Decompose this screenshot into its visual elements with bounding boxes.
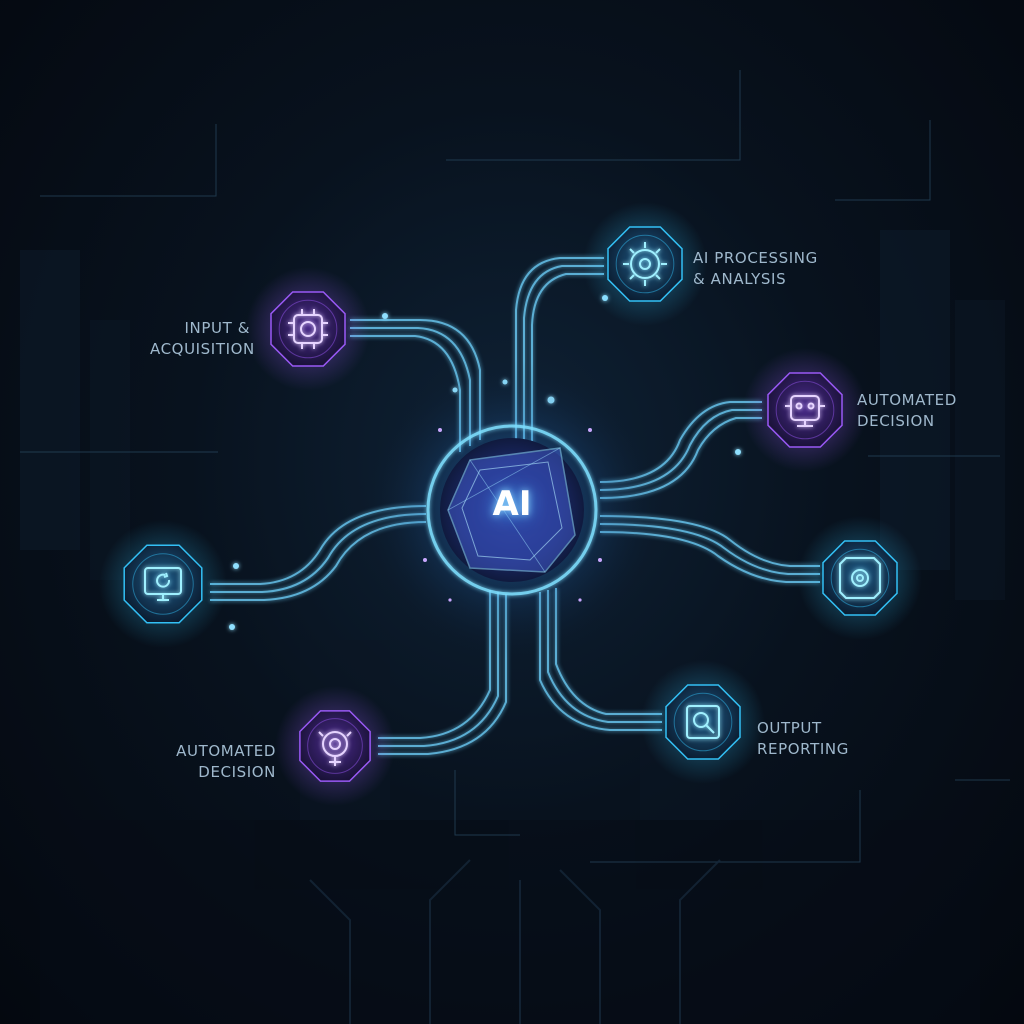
node-orb	[665, 684, 741, 760]
node-inner-ring	[278, 299, 338, 359]
node-inner-ring	[307, 718, 363, 774]
hub-facet-edge	[469, 459, 546, 573]
node-label-output: OUTPUT REPORTING	[757, 719, 849, 758]
node-label-decision-right: AUTOMATED DECISION	[857, 391, 957, 430]
magnifier-report-icon	[686, 705, 720, 739]
node-label-input: INPUT & ACQUISITION	[150, 319, 255, 358]
node-decision-left[interactable]	[275, 686, 395, 806]
node-inner-ring	[673, 692, 733, 752]
node-processing[interactable]	[583, 202, 707, 326]
hub-facet-edge	[447, 447, 561, 511]
node-label-processing: AI PROCESSING & ANALYSIS	[693, 249, 818, 288]
target-eye-icon	[318, 731, 352, 766]
node-inner-ring	[830, 548, 890, 608]
node-inner-ring	[615, 234, 675, 294]
node-label-decision-left: AUTOMATED DECISION	[176, 742, 276, 781]
node-inner-ring	[132, 553, 194, 615]
hub-sparkles	[423, 428, 602, 602]
settings-gear-icon	[839, 557, 881, 599]
node-orb	[299, 710, 371, 782]
node-unlabeled-left[interactable]	[99, 520, 227, 648]
node-inner-ring	[775, 380, 835, 440]
chip-gear-icon	[288, 309, 328, 349]
node-orb	[607, 226, 683, 302]
processing-gear-icon	[623, 242, 667, 286]
node-decision-right[interactable]	[743, 348, 867, 472]
node-orb	[270, 291, 346, 367]
background-circuit-lines	[20, 70, 1010, 863]
ai-hub[interactable]	[362, 360, 662, 660]
hub-crystal-facet-inner	[461, 461, 563, 561]
node-orb	[123, 544, 203, 624]
node-orb	[822, 540, 898, 616]
node-input[interactable]	[246, 267, 370, 391]
node-orb	[767, 372, 843, 448]
node-unlabeled-right[interactable]	[798, 516, 922, 640]
background-pcb-traces	[309, 859, 721, 1024]
hub-label: AI	[492, 484, 532, 524]
robot-head-icon	[785, 395, 825, 427]
monitor-refresh-icon	[144, 567, 182, 601]
hub-ring	[426, 424, 598, 596]
node-output[interactable]	[641, 660, 765, 784]
